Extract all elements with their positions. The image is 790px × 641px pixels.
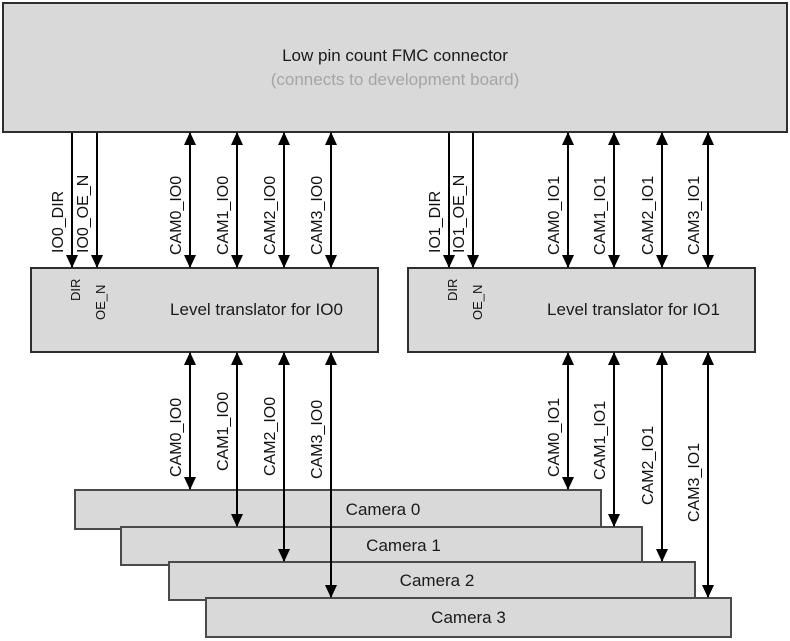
signal-label-cam2-io0: CAM2_IO0 <box>262 175 279 255</box>
signal-label-io1-oe-n: IO1_OE_N <box>451 174 468 253</box>
signal-label-cam2-io1: CAM2_IO1 <box>640 175 657 255</box>
signal-label-cam2-io0-lower: CAM2_IO0 <box>262 396 279 476</box>
signal-label-cam1-io1: CAM1_IO1 <box>592 175 609 255</box>
pin-label-dir-io0: DIR <box>68 278 83 301</box>
arrow-cam0-io0-camera0: CAM0_IO0 <box>168 352 196 490</box>
pin-label-oe-n-io0: OE_N <box>93 284 108 320</box>
level-translator-io1-box: DIR OE_N Level translator for IO1 <box>407 267 756 353</box>
camera-3-label: Camera 3 <box>431 607 506 627</box>
arrow-io1-dir: IO1_DIR <box>427 133 455 268</box>
arrow-cam2-io1-camera2: CAM2_IO1 <box>640 352 668 562</box>
camera-2-label: Camera 2 <box>399 571 475 590</box>
level-translator-io1-title: Level translator for IO1 <box>547 300 720 319</box>
arrow-io0-oe-n: IO0_OE_N <box>75 133 103 268</box>
arrow-fmc-cam3-io0: CAM3_IO0 <box>309 132 337 268</box>
camera-0-box: Camera 0 <box>74 489 602 530</box>
level-translator-io0-title: Level translator for IO0 <box>170 300 343 319</box>
arrow-fmc-cam3-io1: CAM3_IO1 <box>686 132 714 268</box>
arrow-fmc-cam1-io0: CAM1_IO0 <box>215 132 243 268</box>
arrow-cam3-io0-camera3: CAM3_IO0 <box>309 352 337 598</box>
signal-label-cam0-io0: CAM0_IO0 <box>168 175 185 255</box>
pin-label-oe-n-io1: OE_N <box>470 284 485 320</box>
signal-label-cam1-io0: CAM1_IO0 <box>215 175 232 255</box>
arrow-io1-oe-n: IO1_OE_N <box>451 133 479 268</box>
signal-label-cam0-io0-lower: CAM0_IO0 <box>168 397 185 477</box>
signal-label-io0-oe-n: IO0_OE_N <box>75 174 92 253</box>
level-translator-io0-box: DIR OE_N Level translator for IO0 <box>30 267 379 353</box>
arrow-cam2-io0-camera2: CAM2_IO0 <box>262 352 290 562</box>
signal-label-cam1-io1-lower: CAM1_IO1 <box>592 400 609 480</box>
signal-label-cam3-io0: CAM3_IO0 <box>309 175 326 255</box>
signal-label-cam0-io1-lower: CAM0_IO1 <box>546 397 563 477</box>
signal-label-cam3-io0-lower: CAM3_IO0 <box>309 399 326 479</box>
camera-2-box: Camera 2 <box>168 561 696 601</box>
fmc-connector-subtitle: (connects to development board) <box>270 69 520 89</box>
camera-1-label: Camera 1 <box>366 536 441 555</box>
arrow-io0-dir: IO0_DIR <box>50 133 78 268</box>
signal-label-cam0-io1: CAM0_IO1 <box>546 175 563 255</box>
signal-label-cam1-io0-lower: CAM1_IO0 <box>215 391 232 471</box>
signal-label-io0-dir: IO0_DIR <box>50 190 67 253</box>
signal-label-io1-dir: IO1_DIR <box>427 190 444 253</box>
arrow-fmc-cam2-io0: CAM2_IO0 <box>262 132 290 268</box>
arrow-fmc-cam0-io0: CAM0_IO0 <box>168 132 196 268</box>
arrow-cam3-io1-camera3: CAM3_IO1 <box>686 352 714 598</box>
fmc-connector-title: Low pin count FMC connector <box>282 45 508 65</box>
arrow-fmc-cam0-io1: CAM0_IO1 <box>546 132 574 268</box>
pin-label-dir-io1: DIR <box>445 278 460 301</box>
signal-label-cam3-io1: CAM3_IO1 <box>686 175 703 255</box>
camera-0-label: Camera 0 <box>345 499 421 519</box>
signal-label-cam3-io1-lower: CAM3_IO1 <box>686 442 703 522</box>
camera-3-box: Camera 3 <box>205 597 732 638</box>
arrow-fmc-cam1-io1: CAM1_IO1 <box>592 132 620 268</box>
camera-1-box: Camera 1 <box>120 526 643 566</box>
arrow-cam0-io1-camera0: CAM0_IO1 <box>546 352 574 490</box>
arrow-fmc-cam2-io1: CAM2_IO1 <box>640 132 668 268</box>
arrow-cam1-io1-camera1: CAM1_IO1 <box>592 352 620 527</box>
arrow-cam1-io0-camera1: CAM1_IO0 <box>215 352 243 527</box>
fmc-connector-box: Low pin count FMC connector (connects to… <box>2 2 788 133</box>
signal-label-cam2-io1-lower: CAM2_IO1 <box>640 425 657 505</box>
